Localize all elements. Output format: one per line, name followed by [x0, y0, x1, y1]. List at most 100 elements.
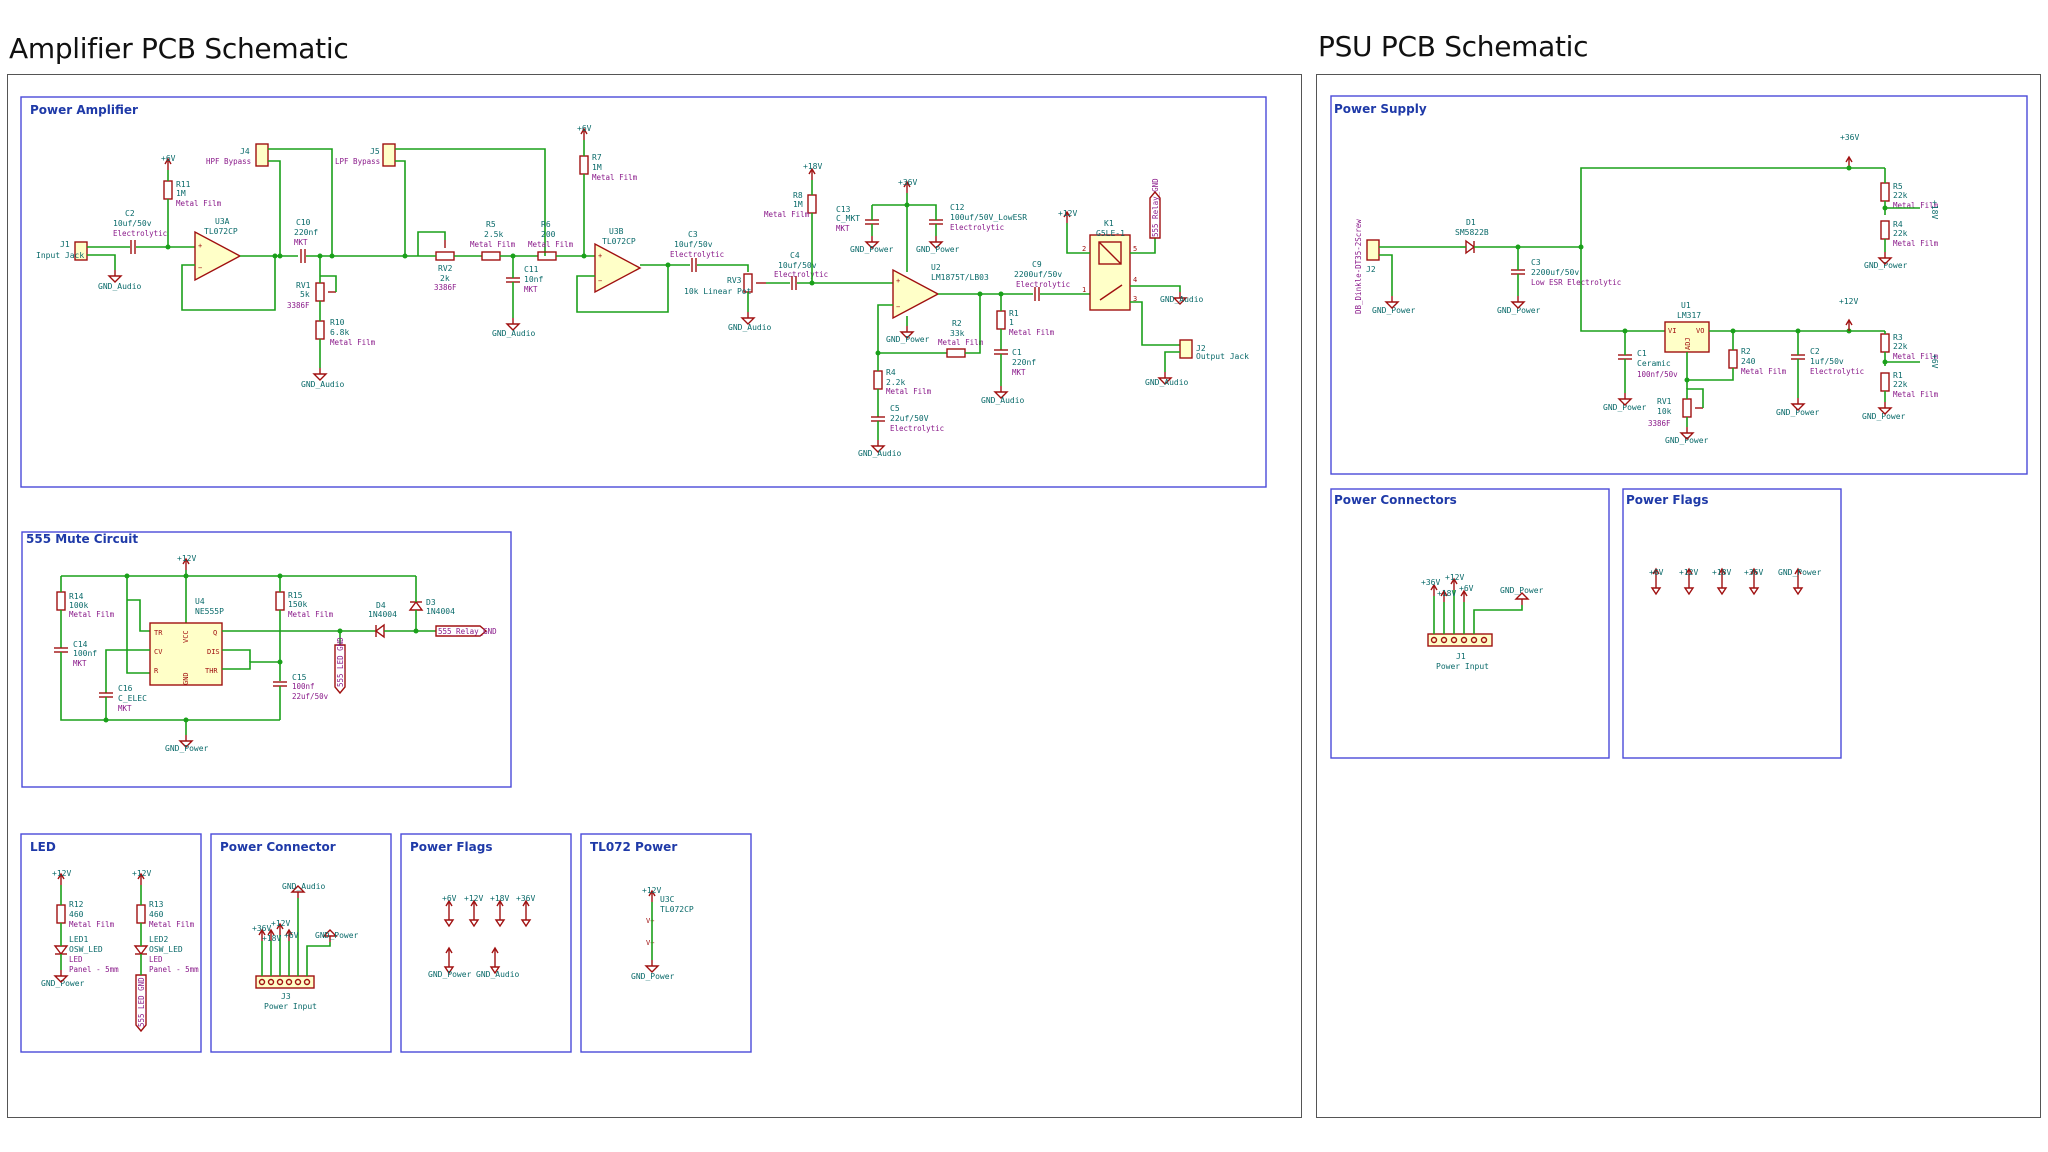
resistor-r15: R15 150k Metal Film: [275, 591, 334, 619]
svg-text:R: R: [154, 667, 159, 675]
svg-text:+6V: +6V: [284, 931, 299, 940]
svg-text:U3C: U3C: [660, 895, 675, 904]
svg-text:100uf/50V_LowESR: 100uf/50V_LowESR: [950, 213, 1027, 222]
svg-text:DB_Dinkle-DT35-2Screw: DB_Dinkle-DT35-2Screw: [1354, 219, 1363, 314]
svg-text:100nf: 100nf: [73, 649, 97, 658]
tl072-power-block: [580, 833, 752, 1053]
svg-text:GND_Power: GND_Power: [1864, 261, 1908, 270]
svg-text:GND_Power: GND_Power: [41, 979, 85, 988]
svg-text:C_ELEC: C_ELEC: [118, 694, 147, 703]
resistor-r8: +18V R8 1M Metal Film: [764, 162, 822, 219]
svg-text:C15: C15: [292, 673, 307, 682]
svg-text:+12V: +12V: [642, 886, 661, 895]
svg-text:R13: R13: [149, 900, 164, 909]
resistor-r4: R4 2.2k Metal Film: [873, 368, 932, 396]
svg-text:U1: U1: [1681, 301, 1691, 310]
svg-text:100k: 100k: [69, 601, 88, 610]
led-gnd-label-mute: 555_LED_GND: [334, 637, 346, 695]
svg-text:22k: 22k: [1893, 229, 1908, 238]
resistor-r10: R10 6.8k Metal Film: [315, 318, 376, 347]
svg-text:GND_Audio: GND_Audio: [1145, 378, 1189, 387]
svg-text:R5: R5: [486, 220, 496, 229]
input-jack-j1: J1 Input Jack: [36, 240, 88, 261]
svg-text:Metal Film: Metal Film: [1893, 239, 1939, 248]
svg-text:1: 1: [1009, 318, 1014, 327]
power-input-j3: J3 Power Input: [255, 975, 317, 1011]
svg-text:RV2: RV2: [438, 264, 453, 273]
svg-text:MKT: MKT: [1012, 368, 1026, 377]
svg-text:R1: R1: [1893, 371, 1903, 380]
svg-text:R3: R3: [1893, 333, 1903, 342]
svg-text:−: −: [896, 303, 900, 311]
trimmer-rv2: RV2 2k 3386F: [434, 240, 457, 292]
svg-text:GND_Audio: GND_Audio: [728, 323, 772, 332]
svg-text:+: +: [198, 242, 202, 250]
mute-circuit-block: [21, 531, 512, 788]
psu-flag-36v: +36V: [1744, 568, 1763, 595]
svg-text:220nf: 220nf: [294, 228, 318, 237]
resistor-r14: R14 100k Metal Film: [56, 591, 115, 619]
svg-text:460: 460: [149, 910, 164, 919]
svg-text:GND_Power: GND_Power: [916, 245, 960, 254]
svg-text:+: +: [598, 252, 602, 260]
svg-text:+36V: +36V: [252, 924, 271, 933]
svg-text:SM5822B: SM5822B: [1455, 228, 1489, 237]
svg-text:3: 3: [1133, 295, 1137, 303]
svg-text:R12: R12: [69, 900, 84, 909]
resistor-r3-psu: R3 22k Metal Film: [1880, 333, 1939, 361]
capacitor-c1-psu: C1 Ceramic 100nf/50v GND_Power: [1603, 349, 1678, 412]
svg-text:Electrolytic: Electrolytic: [774, 270, 828, 279]
svg-text:Metal Film: Metal Film: [764, 210, 810, 219]
svg-text:Metal Film: Metal Film: [69, 920, 115, 929]
regulator-u1: U1 LM317 VI VO ADJ: [1664, 301, 1710, 353]
svg-text:GND_Power: GND_Power: [315, 931, 359, 940]
opamp-u3a: U3A TL072CP + −: [194, 217, 242, 282]
svg-text:R1: R1: [1009, 309, 1019, 318]
power-connector-block: [210, 833, 392, 1053]
svg-text:GND_Audio: GND_Audio: [981, 396, 1025, 405]
svg-text:460: 460: [69, 910, 84, 919]
svg-text:ADJ: ADJ: [1684, 337, 1692, 350]
svg-text:R4: R4: [1893, 220, 1903, 229]
svg-text:Electrolytic: Electrolytic: [113, 229, 167, 238]
svg-text:C10: C10: [296, 218, 311, 227]
svg-text:D3: D3: [426, 598, 436, 607]
svg-text:Output Jack: Output Jack: [1196, 352, 1249, 361]
svg-text:10k Linear Pot: 10k Linear Pot: [684, 287, 752, 296]
svg-text:GND_Power: GND_Power: [1665, 436, 1709, 445]
svg-text:C14: C14: [73, 640, 88, 649]
svg-text:+18V: +18V: [1930, 200, 1939, 219]
svg-text:1: 1: [1082, 286, 1086, 294]
power-flag-gnd-audio: GND_Audio: [476, 947, 520, 979]
svg-text:5k: 5k: [300, 290, 310, 299]
led-title: LED: [30, 840, 56, 854]
output-jack-j2: J2 Output Jack: [1179, 339, 1249, 361]
svg-text:Metal Film: Metal Film: [1741, 367, 1787, 376]
svg-text:D1: D1: [1466, 218, 1476, 227]
svg-text:V+: V+: [646, 917, 654, 925]
led-block: [20, 833, 202, 1053]
svg-text:+6V: +6V: [1459, 584, 1474, 593]
svg-text:Electrolytic: Electrolytic: [1810, 367, 1864, 376]
svg-text:MKT: MKT: [118, 704, 132, 713]
svg-text:10k: 10k: [1657, 407, 1672, 416]
power-flag-12v: +12V: [464, 894, 483, 927]
svg-text:3386F: 3386F: [434, 283, 457, 292]
resistor-r1-psu: R1 22k Metal Film GND_Power: [1862, 371, 1939, 421]
svg-text:Panel - 5mm: Panel - 5mm: [69, 965, 119, 974]
svg-text:R5: R5: [1893, 182, 1903, 191]
power-input-j1: J1 Power Input: [1427, 633, 1493, 671]
svg-text:LM317: LM317: [1677, 311, 1701, 320]
resistor-r2: R2 33k Metal Film: [938, 319, 984, 358]
svg-text:GND_Power: GND_Power: [1372, 306, 1416, 315]
capacitor-c2-psu: C2 1uf/50v Electrolytic GND_Power: [1776, 347, 1864, 417]
svg-text:100nf/50v: 100nf/50v: [1637, 370, 1678, 379]
svg-text:+18V: +18V: [490, 894, 509, 903]
svg-text:+12V: +12V: [52, 869, 71, 878]
svg-text:555_LED_GND: 555_LED_GND: [137, 977, 146, 1027]
svg-text:TL072CP: TL072CP: [602, 237, 636, 246]
mute-circuit-title: 555 Mute Circuit: [26, 532, 138, 546]
svg-text:GND_Power: GND_Power: [1603, 403, 1647, 412]
svg-text:+6V: +6V: [1649, 568, 1664, 577]
